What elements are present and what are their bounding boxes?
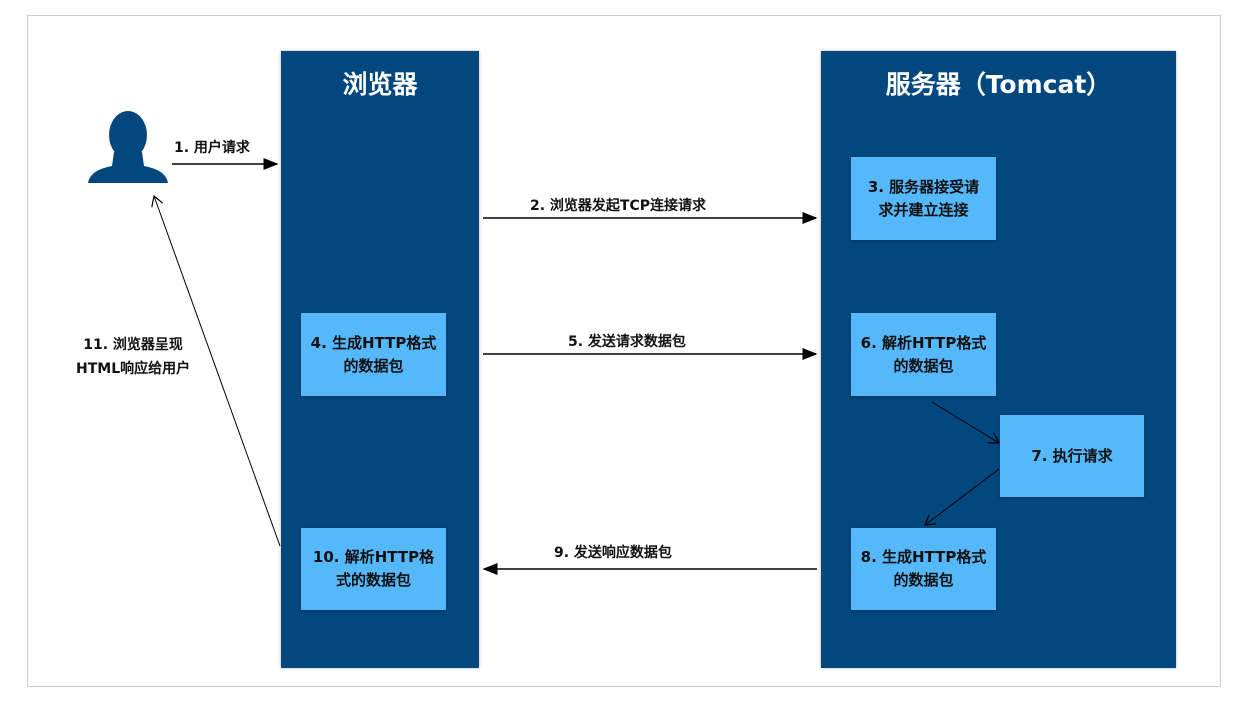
- step-1-label: 1. 用户请求: [174, 140, 250, 156]
- server-title: 服务器（Tomcat）: [885, 70, 1112, 99]
- arrow-11: [154, 196, 281, 547]
- step-9-label: 9. 发送响应数据包: [554, 545, 672, 561]
- step-5-label: 5. 发送请求数据包: [568, 334, 686, 350]
- step-6-box: 6. 解析HTTP格式 的数据包: [851, 313, 996, 396]
- browser-title: 浏览器: [342, 70, 418, 99]
- step-7-box: 7. 执行请求: [1000, 415, 1144, 497]
- step-4-box: 4. 生成HTTP格式 的数据包: [301, 313, 446, 396]
- arrow-7-8: [925, 468, 1000, 525]
- step-8-box: 8. 生成HTTP格式 的数据包: [851, 528, 996, 610]
- arrow-6-7: [931, 401, 999, 443]
- step-3-box: 3. 服务器接受请 求并建立连接: [851, 157, 996, 240]
- step-2-label: 2. 浏览器发起TCP连接请求: [530, 198, 707, 214]
- step-11-label: 11. 浏览器呈现 HTML响应给用户: [76, 337, 191, 377]
- diagram-frame: [27, 15, 1221, 687]
- step-10-box: 10. 解析HTTP格 式的数据包: [301, 528, 446, 610]
